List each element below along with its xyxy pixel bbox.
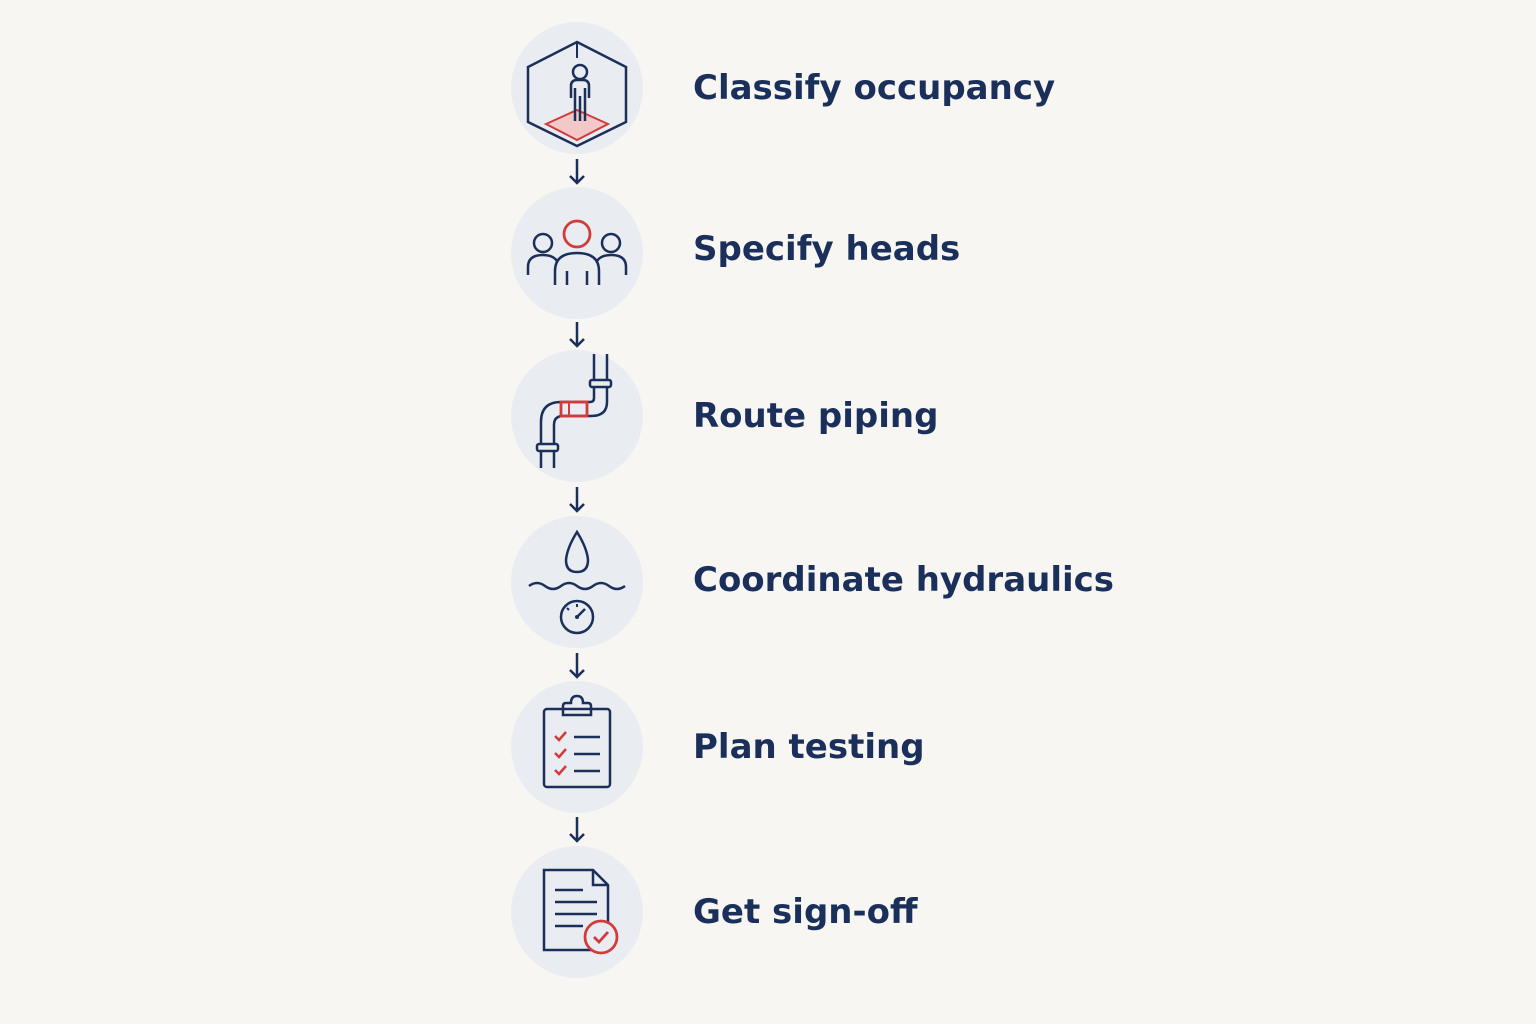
step-2-circle [511,187,643,319]
step-4-label: Coordinate hydraulics [693,560,1115,600]
occupancy-hexagon-person-icon [526,40,628,148]
step-4-circle [511,516,643,648]
step-1-label: Classify occupancy [693,68,1056,108]
pipe-elbow-icon [535,354,613,468]
water-drop-gauge-icon [528,529,626,635]
people-group-icon [526,219,628,285]
step-5-circle [511,681,643,813]
step-2-label: Specify heads [693,229,961,269]
document-check-icon [542,868,619,955]
arrow-down-icon [569,653,585,679]
arrow-down-icon [569,487,585,513]
step-6-circle [511,846,643,978]
step-3-label: Route piping [693,396,939,436]
step-5-label: Plan testing [693,727,925,767]
step-6-label: Get sign-off [693,892,918,932]
clipboard-checklist-icon [542,694,612,789]
arrow-down-icon [569,817,585,843]
step-1-circle [511,22,643,154]
arrow-down-icon [569,322,585,348]
step-3-circle [511,350,643,482]
arrow-down-icon [569,159,585,185]
